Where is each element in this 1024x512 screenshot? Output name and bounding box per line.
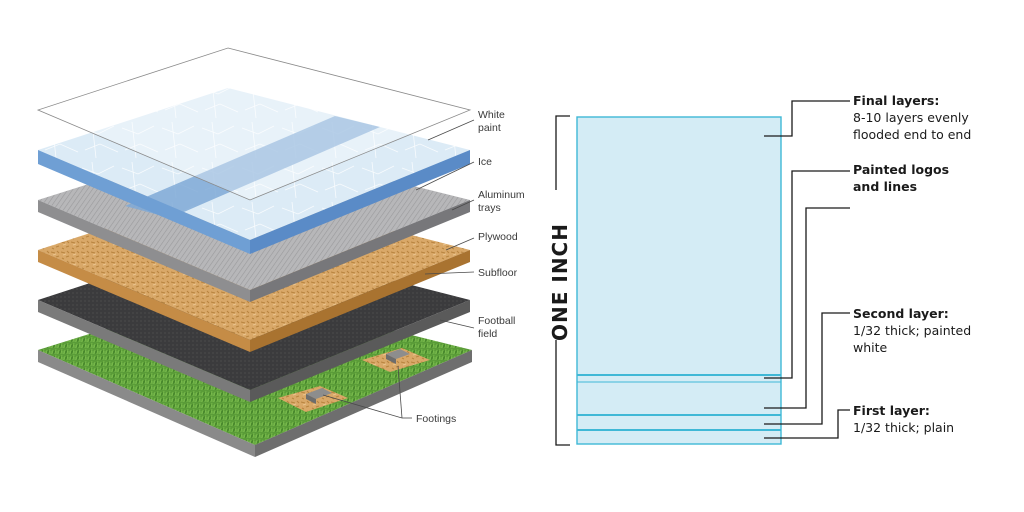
final-layers-title: Final layers: [853, 93, 939, 108]
label-football-2: field [478, 328, 497, 340]
one-inch-label: ONE INCH [548, 223, 572, 341]
painted-logos-line1: Painted logos [853, 162, 949, 177]
label-aluminum-2: trays [478, 202, 501, 214]
label-footings: Footings [416, 413, 456, 425]
second-layer-line1: 1/32 thick; painted [853, 323, 971, 338]
thickness-leaders [764, 100, 850, 439]
ice-thickness-block [576, 116, 782, 445]
final-layers-line2: flooded end to end [853, 127, 971, 142]
first-layer-title: First layer: [853, 403, 930, 418]
label-ice: Ice [478, 156, 492, 168]
second-layer-line2: white [853, 340, 888, 355]
label-white-paint-1: White [478, 109, 505, 121]
label-plywood: Plywood [478, 231, 518, 243]
footing-right [362, 348, 430, 372]
white-paint-layer [36, 47, 472, 201]
label-white-paint-2: paint [478, 122, 501, 134]
painted-logos-line2: and lines [853, 179, 917, 194]
second-layer-title: Second layer: [853, 306, 949, 321]
footing-left [278, 386, 348, 412]
label-football-1: Football [478, 315, 515, 327]
stack-leaders [322, 119, 475, 419]
final-layers-line1: 8-10 layers evenly [853, 110, 969, 125]
ice-layer [38, 88, 470, 254]
first-layer-line1: 1/32 thick; plain [853, 420, 954, 435]
label-aluminum-1: Aluminum [478, 189, 525, 201]
label-subfloor: Subfloor [478, 267, 518, 279]
